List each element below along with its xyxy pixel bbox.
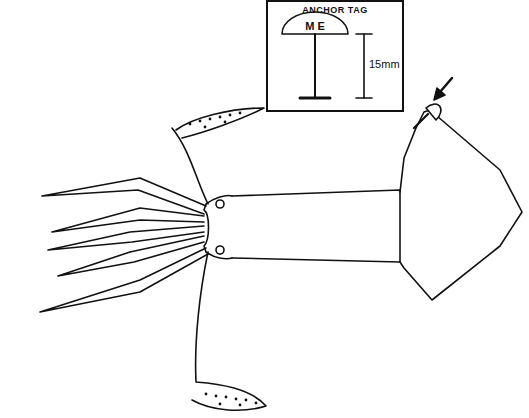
- dimension-tick: [356, 97, 372, 99]
- inset-box: ANCHOR TAG: [266, 0, 404, 112]
- arm: [48, 226, 204, 250]
- mantle: [232, 190, 400, 262]
- tag-stem: [314, 34, 316, 98]
- tag-bar: [300, 97, 330, 100]
- tag-head: [282, 12, 348, 34]
- inserted-tag: [414, 114, 428, 128]
- inset-title: ANCHOR TAG: [268, 2, 402, 15]
- fin: [400, 110, 522, 300]
- head: [204, 195, 232, 258]
- arm: [42, 178, 206, 214]
- pointer-arrowhead: [434, 88, 445, 100]
- dimension-label: 15mm: [369, 58, 400, 70]
- dimension-tick: [356, 33, 372, 35]
- tentacle: [192, 252, 266, 410]
- arm: [58, 236, 204, 276]
- eye: [216, 246, 224, 254]
- tentacle: [172, 108, 264, 204]
- inserted-tag-head: [426, 104, 441, 120]
- arm: [40, 248, 208, 312]
- eye: [216, 200, 224, 208]
- pointer-arrow: [440, 78, 452, 92]
- dimension-line: [363, 34, 365, 98]
- tag-letters: M E: [305, 20, 325, 32]
